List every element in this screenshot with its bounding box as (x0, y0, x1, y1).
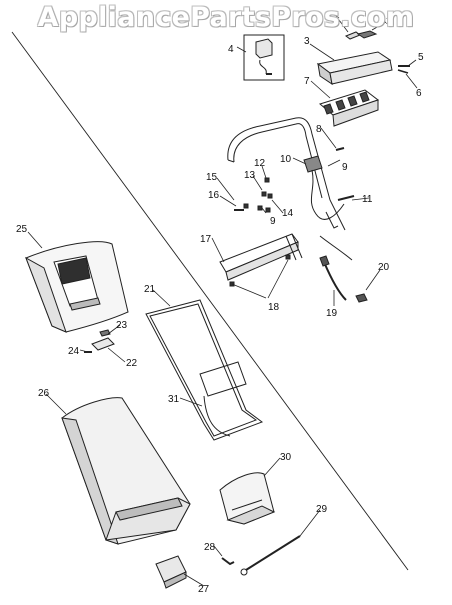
callout-11: 11 (362, 194, 373, 205)
callout-24: 24 (68, 346, 80, 357)
part-5-6-screws (397, 65, 410, 74)
leader-lines (27, 19, 418, 587)
callout-6: 6 (416, 88, 422, 99)
callout-9a: 9 (342, 162, 348, 173)
callout-17: 17 (200, 234, 212, 245)
callout-3: 3 (304, 36, 310, 47)
callout-26: 26 (38, 388, 50, 399)
part-1-2-clip (344, 30, 378, 40)
callout-5: 5 (418, 52, 424, 63)
callout-labels: 1 2 3 4 5 6 7 8 9 10 11 12 13 14 9 15 16… (16, 10, 424, 595)
callout-19: 19 (326, 308, 338, 319)
callout-23: 23 (116, 320, 128, 331)
fasteners-12-16 (234, 177, 273, 213)
callout-16: 16 (208, 190, 220, 201)
part-17-18-lower-handle (219, 233, 303, 287)
part-4-charger (243, 34, 285, 81)
callout-10: 10 (280, 154, 292, 165)
watermark: AppliancePartsPros.com (37, 2, 415, 33)
callout-29: 29 (316, 504, 328, 515)
part-29-rod (240, 535, 301, 576)
callout-8: 8 (316, 124, 322, 135)
callout-18: 18 (268, 302, 280, 313)
callout-27: 27 (198, 584, 210, 595)
callout-4: 4 (228, 44, 234, 55)
part-10-11-switch (303, 155, 355, 229)
part-8-screw (335, 147, 345, 151)
callout-7: 7 (304, 76, 310, 87)
part-19-20-wire (319, 235, 368, 303)
callout-15: 15 (206, 172, 218, 183)
callout-12: 12 (254, 158, 266, 169)
callout-13: 13 (244, 170, 256, 181)
upper-handle (227, 117, 346, 231)
callout-9b: 9 (270, 216, 276, 227)
callout-1: 1 (334, 10, 340, 21)
callout-20: 20 (378, 262, 390, 273)
callout-21: 21 (144, 284, 156, 295)
callout-22: 22 (126, 358, 138, 369)
part-21-31-bag-frame (145, 299, 264, 441)
part-28-screw (221, 557, 235, 566)
part-7-battery (318, 89, 380, 127)
callout-31: 31 (168, 394, 180, 405)
part-3-handle-cover (316, 51, 393, 86)
part-27-block (155, 555, 187, 589)
callout-28: 28 (204, 542, 216, 553)
part-26-grass-bag (61, 397, 191, 545)
divider-line (11, 31, 409, 571)
part-30-chute (219, 472, 276, 525)
callout-14: 14 (282, 208, 294, 219)
callout-2: 2 (386, 16, 392, 27)
part-25-top-cover (25, 241, 129, 333)
callout-30: 30 (280, 452, 292, 463)
part-22-24-latch (84, 329, 115, 353)
callout-25: 25 (16, 224, 28, 235)
